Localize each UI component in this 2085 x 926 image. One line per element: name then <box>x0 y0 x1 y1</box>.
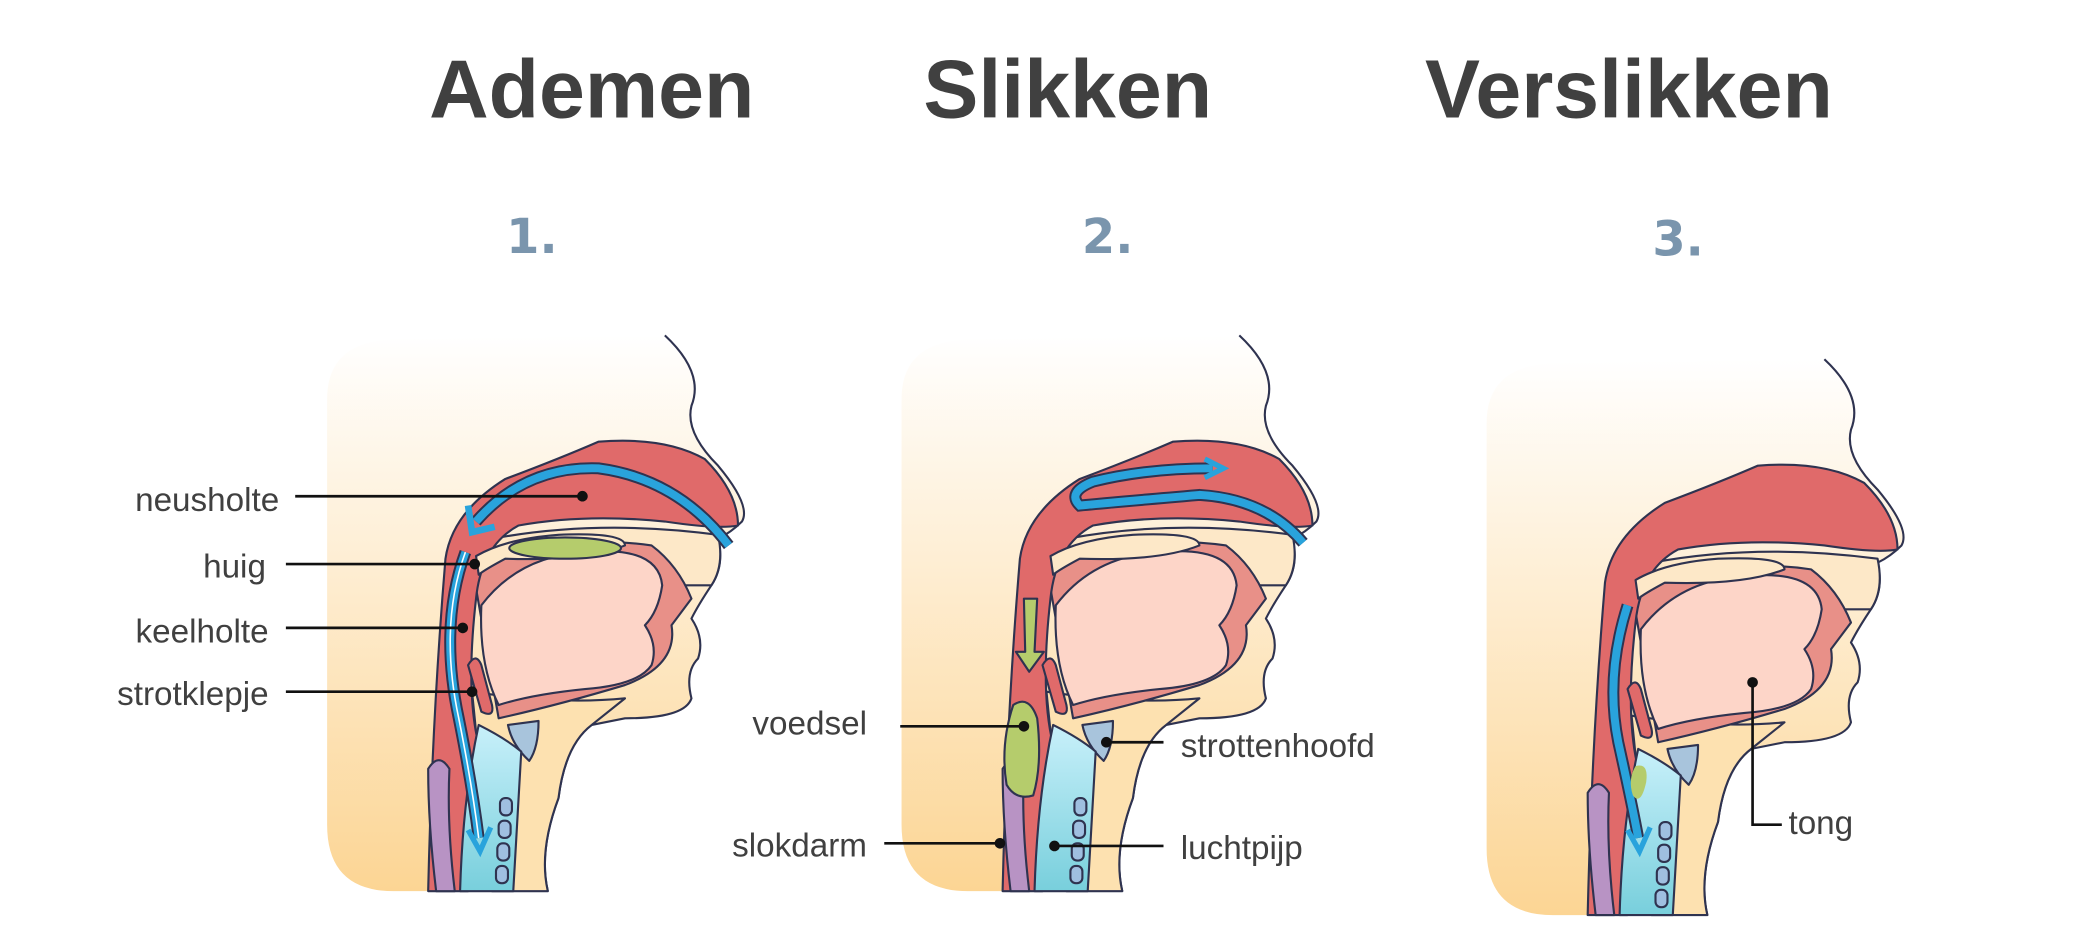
svg-text:tong: tong <box>1788 805 1853 842</box>
food-bolus <box>1630 765 1647 799</box>
panel-swallowing <box>900 334 1320 893</box>
airflow-arrow-icon <box>1069 456 1308 547</box>
label-neusholte: neusholte <box>135 482 588 519</box>
label-huig: huig <box>203 548 481 585</box>
food-bolus <box>508 536 623 560</box>
label-strottenhoofd: strottenhoofd <box>1101 728 1375 765</box>
svg-text:strotklepje: strotklepje <box>117 676 268 713</box>
label-slokdarm: slokdarm <box>732 828 1006 865</box>
svg-text:strottenhoofd: strottenhoofd <box>1181 728 1375 765</box>
svg-text:keelholte: keelholte <box>136 614 269 651</box>
panel-choking <box>1485 358 1905 917</box>
step-number-3: 3. <box>1652 213 1703 268</box>
title-ademen: Ademen <box>429 43 754 135</box>
svg-text:slokdarm: slokdarm <box>732 828 867 865</box>
label-tong: tong <box>1747 677 1853 842</box>
food-bolus <box>1003 700 1041 798</box>
svg-text:neusholte: neusholte <box>135 482 279 519</box>
svg-text:huig: huig <box>203 548 266 585</box>
svg-text:voedsel: voedsel <box>752 705 867 742</box>
airflow-arrow-icon <box>1607 603 1653 858</box>
label-luchtpijp: luchtpijp <box>1049 830 1303 867</box>
step-number-2: 2. <box>1082 210 1133 265</box>
label-keelholte: keelholte <box>136 614 469 651</box>
label-voedsel: voedsel <box>752 705 1030 742</box>
airflow-arrow-icon <box>444 462 734 858</box>
title-verslikken: Verslikken <box>1425 43 1833 135</box>
svg-text:luchtpijp: luchtpijp <box>1181 830 1303 867</box>
panel-breathing <box>326 334 746 893</box>
label-strotklepje: strotklepje <box>117 676 478 713</box>
step-number-1: 1. <box>506 210 557 265</box>
title-slikken: Slikken <box>923 43 1212 135</box>
food-direction-arrow-icon <box>1014 597 1045 673</box>
